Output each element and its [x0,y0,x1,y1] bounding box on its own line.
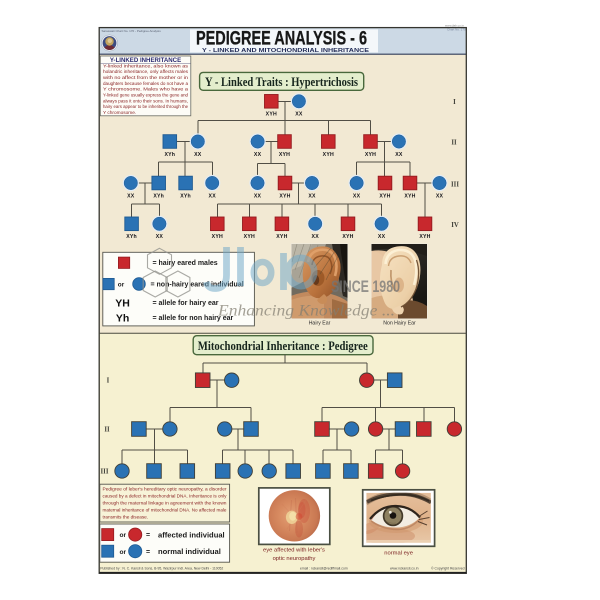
svg-text:XYh: XYh [164,152,175,158]
svg-text:through the maternal linkage i: through the maternal linkage in agreemen… [103,501,227,506]
svg-text:or: or [120,532,127,539]
svg-text:=: = [146,549,150,556]
svg-text:XYH: XYH [404,193,415,199]
svg-text:Y-linked gene usually express: Y-linked gene usually express the gene a… [103,93,188,99]
svg-text:XYH: XYH [379,193,390,199]
svg-text:XYH: XYH [342,234,353,240]
svg-text:XX: XX [254,193,262,199]
svg-text:normal individual: normal individual [158,547,221,556]
svg-text:Saraswati Chart No. 170 - Pedi: Saraswati Chart No. 170 - Pedigree Analy… [102,29,162,33]
svg-text:= hairy eared males: = hairy eared males [153,260,218,267]
svg-text:XX: XX [395,152,403,158]
svg-text:III: III [101,469,109,476]
svg-text:Y - Linked Traits : Hypertrich: Y - Linked Traits : Hypertrichosis [205,75,358,89]
svg-text:with no affect from the mother: with no affect from the mother or in [103,75,188,81]
svg-text:XX: XX [209,193,217,199]
svg-text:= non-hairy eared individual: = non-hairy eared individual [151,282,244,289]
svg-text:I: I [107,378,110,385]
svg-text:Yh: Yh [116,312,129,324]
svg-text:XX: XX [378,234,386,240]
svg-text:XYH: XYH [279,152,290,158]
svg-text:XX: XX [127,193,135,199]
svg-text:XX: XX [308,193,316,199]
svg-text:XYH: XYH [419,234,430,240]
svg-text:II: II [104,427,110,434]
svg-text:=: = [146,532,150,539]
svg-text:Y chromosome.: Y chromosome. [103,110,136,116]
svg-text:affected individual: affected individual [158,530,225,539]
svg-text:III: III [451,182,459,189]
svg-text:www.jlab.co.in: www.jlab.co.in [445,24,464,28]
svg-text:XYH: XYH [279,193,290,199]
svg-text:Mitochondrial Inheritance : Pe: Mitochondrial Inheritance : Pedigree [198,339,368,353]
svg-text:email : nckansil@rediffmail.co: email : nckansil@rediffmail.com [300,567,348,571]
svg-text:Y-LINKED INHERITANCE: Y-LINKED INHERITANCE [110,57,181,64]
svg-text:XX: XX [254,152,262,158]
svg-text:daughters because females do n: daughters because females do not have a [103,81,188,87]
svg-text:optic neuropathy: optic neuropathy [273,556,316,562]
svg-text:XYH: XYH [244,234,255,240]
svg-text:XX: XX [295,112,303,118]
svg-text:XX: XX [353,193,361,199]
svg-text:always pass it onto their sons: always pass it onto their sons. In human… [103,98,188,104]
svg-text:XX: XX [436,193,444,199]
svg-text:XYh: XYh [180,193,191,199]
svg-text:XYH: XYH [276,234,287,240]
svg-text:maternal inheritance of mitoch: maternal inheritance of mitochondrial DN… [103,508,227,513]
svg-text:XYH: XYH [266,112,277,118]
svg-text:= allele for non hairy ear: = allele for non hairy ear [153,315,234,322]
svg-text:XYh: XYh [126,234,137,240]
svg-text:or: or [118,282,125,289]
svg-text:SINCE 1980: SINCE 1980 [331,278,400,296]
svg-text:normal eye: normal eye [384,550,413,556]
svg-text:Enhancing Knowledge ...: Enhancing Knowledge ... [217,303,395,320]
svg-text:IV: IV [451,222,459,229]
svg-text:© Copyright Reserved: © Copyright Reserved [431,567,465,571]
svg-text:Chart No. 170: Chart No. 170 [447,27,466,31]
svg-text:Hairy Ear: Hairy Ear [309,321,331,327]
svg-text:hairy ears appear to be inheri: hairy ears appear to be inherited throug… [103,104,188,110]
svg-text:Non Hairy Ear: Non Hairy Ear [383,321,416,327]
svg-text:Pedigree of leber's hereditary: Pedigree of leber's hereditary optic neu… [103,487,227,492]
svg-text:XYH: XYH [323,152,334,158]
svg-text:= allele for hairy ear: = allele for hairy ear [153,300,219,307]
svg-text:Published by : N. C. Kansil &: Published by : N. C. Kansil & Sons, B-95… [100,567,223,571]
svg-text:XX: XX [156,234,164,240]
svg-text:or: or [120,549,127,556]
svg-text:eye affected with leber's: eye affected with leber's [263,548,325,554]
svg-text:XX: XX [312,234,320,240]
svg-text:holandric inheritance, only af: holandric inheritance, only affects male… [103,69,189,75]
svg-text:PEDIGREE ANALYSIS - 6: PEDIGREE ANALYSIS - 6 [196,28,367,50]
svg-text:Y-linked inheritance, also kno: Y-linked inheritance, also known as [103,63,189,69]
svg-text:XYH: XYH [212,234,223,240]
svg-text:caused by a defect in mitochon: caused by a defect in mitochondrial DNA.… [103,494,228,499]
svg-text:I: I [453,99,456,106]
svg-text:YH: YH [115,297,130,309]
svg-text:www.nckansil.co.in: www.nckansil.co.in [390,567,419,571]
svg-text:II: II [451,140,457,147]
svg-text:Y chromosome. Males who have a: Y chromosome. Males who have a [103,87,188,93]
svg-text:Y - LINKED AND MITOCHONDRIAL I: Y - LINKED AND MITOCHONDRIAL INHERITANCE [202,48,369,54]
svg-text:transmits the disease.: transmits the disease. [103,515,149,520]
svg-text:XYh: XYh [153,193,164,199]
svg-text:XX: XX [194,152,202,158]
svg-text:XYH: XYH [365,152,376,158]
